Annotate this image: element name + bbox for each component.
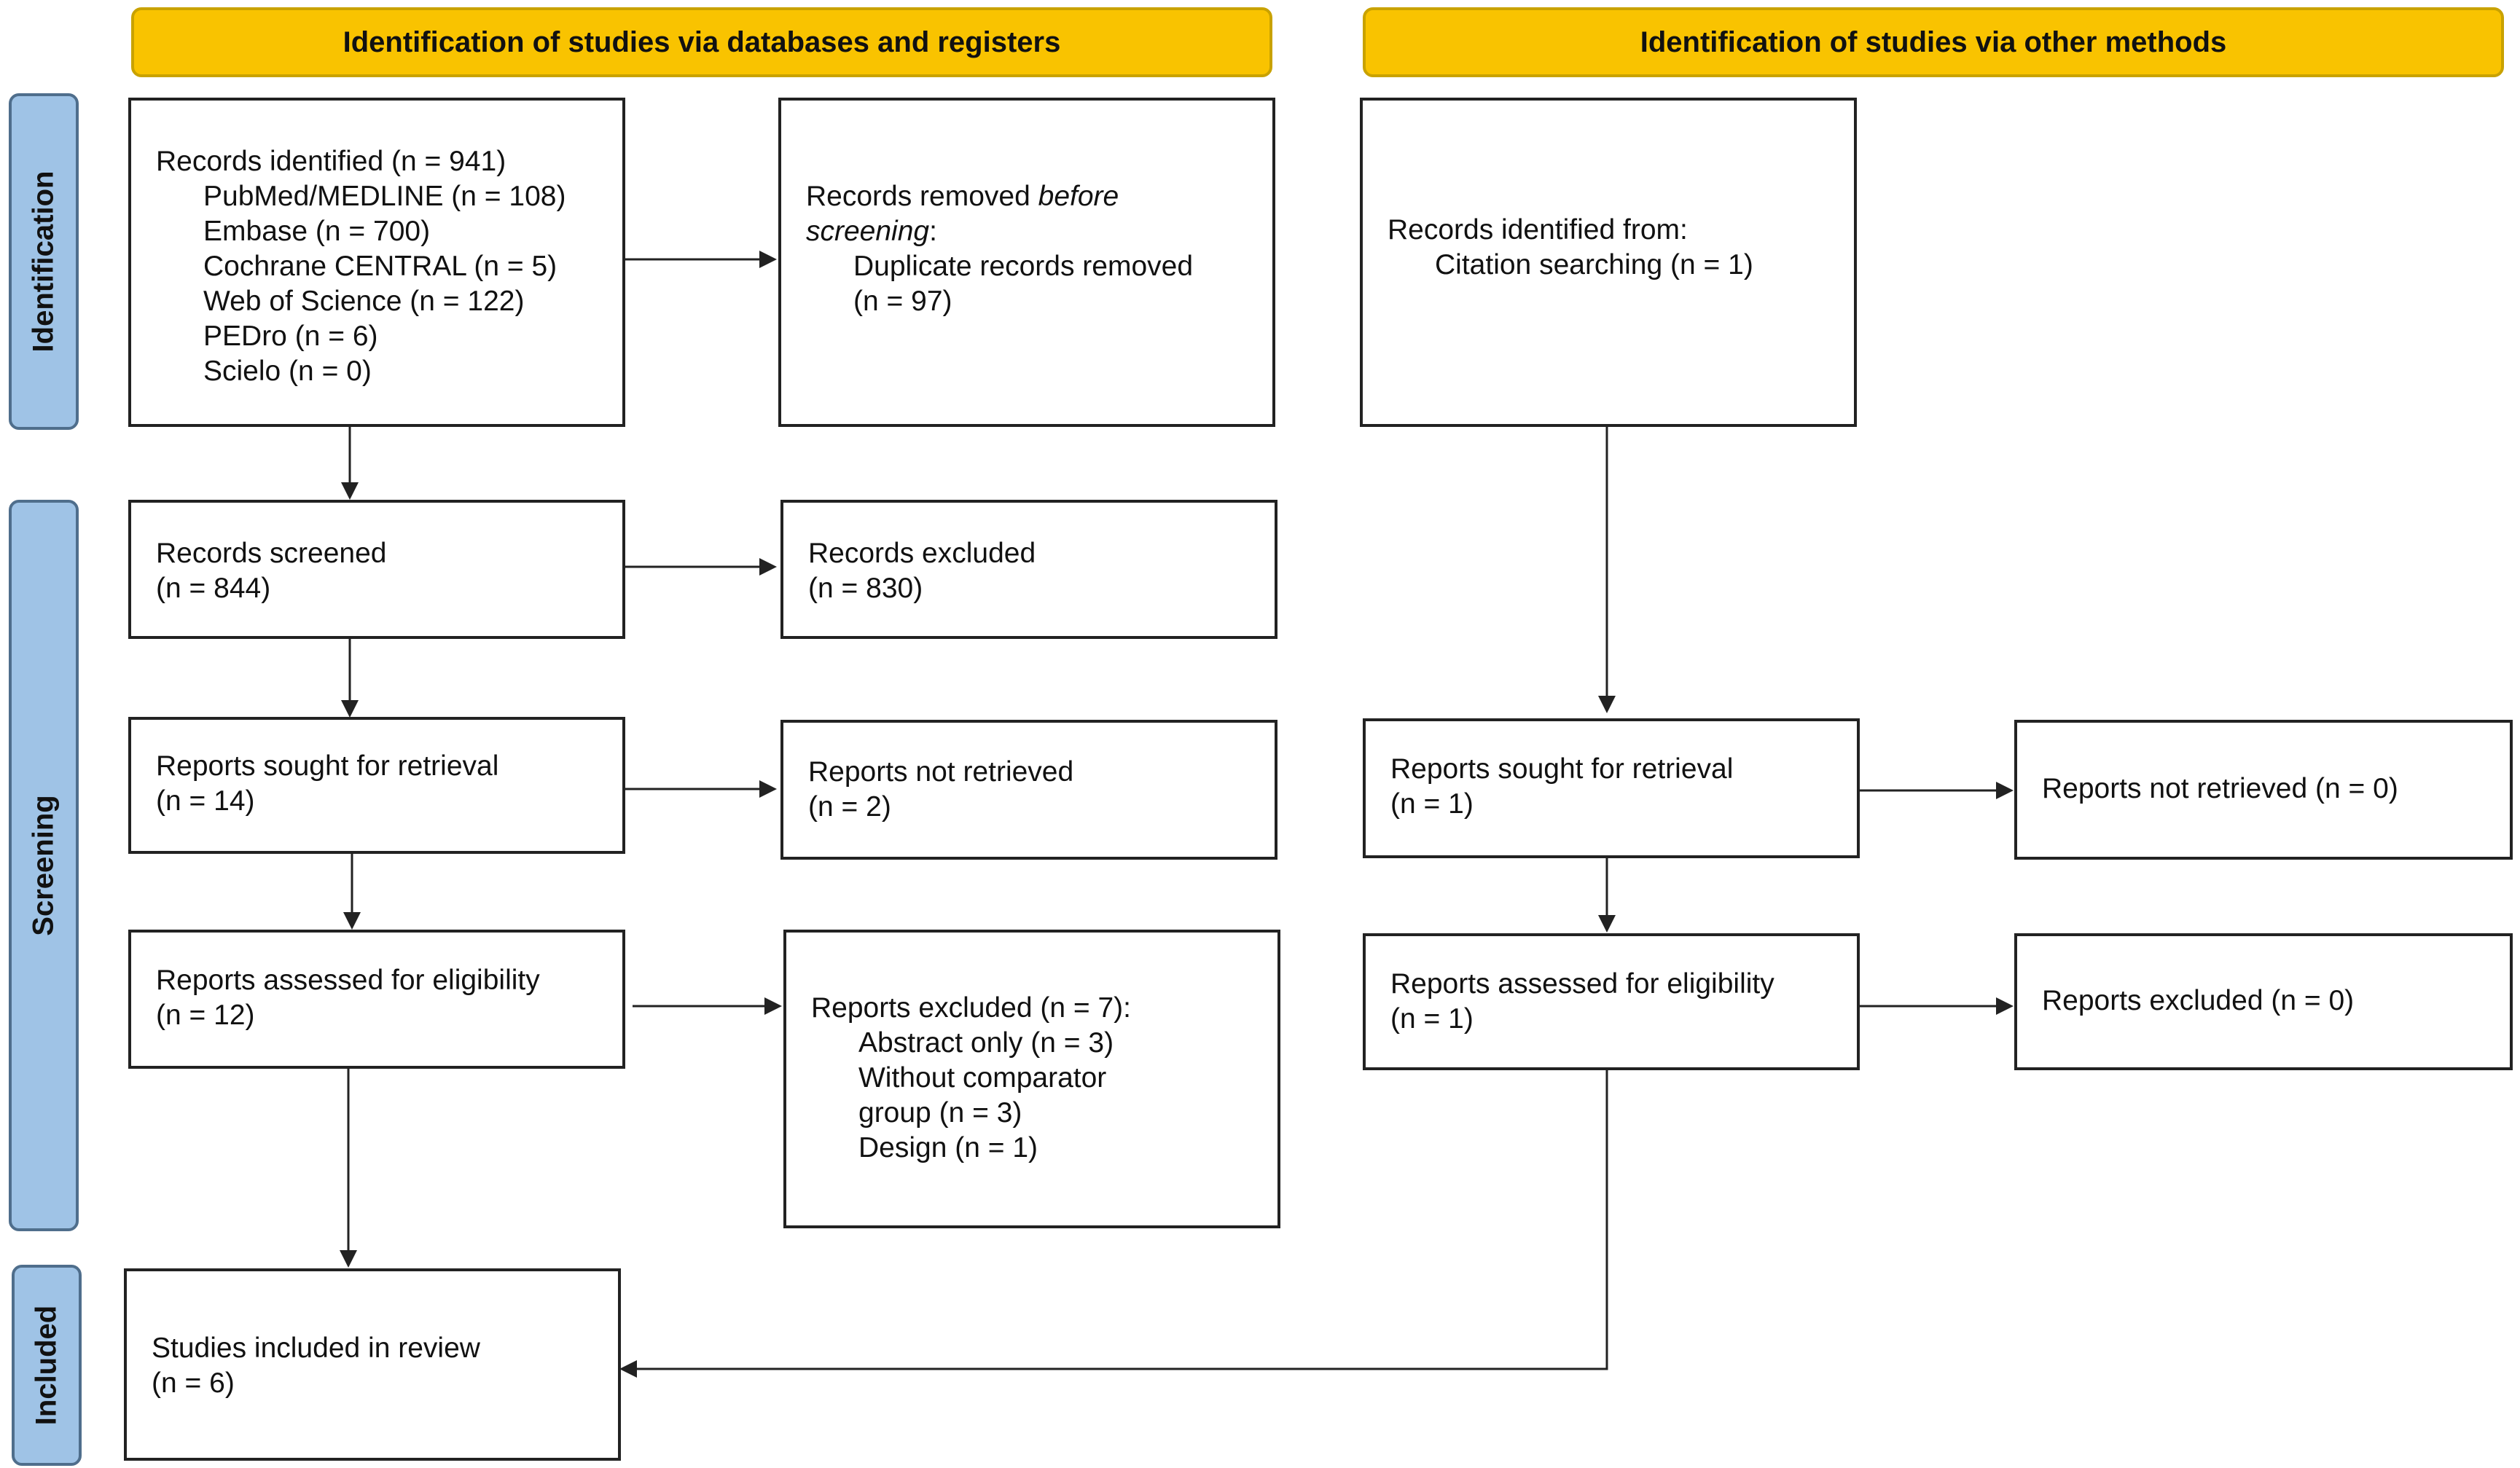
reports-assessed-count: (n = 12) [156, 1000, 255, 1031]
source-item: Cochrane CENTRAL (n = 5) [203, 251, 557, 282]
records-identified-title: Records identified (n = 941) [156, 146, 506, 177]
exclusion-reason: Abstract only (n = 3) [858, 1027, 1114, 1059]
reports-sought-box: Reports sought for retrieval (n = 14) [128, 717, 625, 854]
source-item: Embase (n = 700) [203, 216, 431, 247]
records-removed-screening: screening [806, 216, 930, 247]
records-removed-line1: Records removed before [806, 179, 1272, 214]
source-item: PEDro (n = 6) [203, 321, 378, 352]
phase-identification: Identification [9, 93, 79, 430]
phase-screening: Screening [9, 500, 79, 1231]
records-removed-before: before [1038, 181, 1119, 212]
records-excluded-count: (n = 830) [808, 573, 923, 604]
other-reports-excluded-box: Reports excluded (n = 0) [2014, 933, 2513, 1070]
reports-assessed-box: Reports assessed for eligibility (n = 12… [128, 930, 625, 1069]
other-reports-not-retrieved-box: Reports not retrieved (n = 0) [2014, 720, 2513, 860]
records-removed-line2: screening: [806, 214, 1272, 249]
records-excluded-label: Records excluded [808, 538, 1036, 569]
reports-not-retrieved-box: Reports not retrieved (n = 2) [780, 720, 1277, 860]
header-databases-text: Identification of studies via databases … [343, 25, 1061, 58]
reports-assessed-label: Reports assessed for eligibility [156, 965, 540, 996]
reports-not-retrieved-count: (n = 2) [808, 791, 891, 823]
studies-included-box: Studies included in review (n = 6) [124, 1268, 621, 1461]
other-reports-assessed-count: (n = 1) [1390, 1003, 1474, 1035]
phase-screening-label: Screening [27, 795, 60, 936]
other-reports-sought-count: (n = 1) [1390, 788, 1474, 820]
header-other-methods-text: Identification of studies via other meth… [1640, 25, 2227, 58]
other-reports-sought-label: Reports sought for retrieval [1390, 753, 1734, 785]
source-item: PubMed/MEDLINE (n = 108) [203, 181, 566, 212]
phase-included: Included [12, 1265, 82, 1466]
reports-sought-count: (n = 14) [156, 785, 255, 817]
duplicate-records-label: Duplicate records removed [853, 251, 1194, 282]
other-reports-assessed-label: Reports assessed for eligibility [1390, 968, 1774, 1000]
arrow-other-assessed-to-included [619, 1069, 1608, 1378]
records-screened-box: Records screened (n = 844) [128, 500, 625, 639]
other-records-identified-box: Records identified from: Citation search… [1360, 98, 1857, 427]
records-screened-count: (n = 844) [156, 573, 271, 604]
reports-excluded-title: Reports excluded (n = 7): [811, 992, 1131, 1024]
exclusion-reason: group (n = 3) [858, 1097, 1022, 1129]
header-other-methods: Identification of studies via other meth… [1363, 7, 2504, 77]
duplicate-records-count: (n = 97) [853, 286, 952, 317]
phase-identification-label: Identification [27, 170, 60, 353]
records-removed-box: Records removed before screening: Duplic… [778, 98, 1275, 427]
reports-sought-label: Reports sought for retrieval [156, 750, 499, 782]
source-item: Web of Science (n = 122) [203, 286, 525, 317]
phase-included-label: Included [30, 1305, 63, 1426]
reports-excluded-box: Reports excluded (n = 7): Abstract only … [783, 930, 1280, 1228]
records-excluded-box: Records excluded (n = 830) [780, 500, 1277, 639]
citation-searching-item: Citation searching (n = 1) [1435, 249, 1753, 280]
other-records-identified-label: Records identified from: [1388, 214, 1688, 246]
records-screened-label: Records screened [156, 538, 387, 569]
other-reports-assessed-box: Reports assessed for eligibility (n = 1) [1363, 933, 1860, 1070]
other-reports-excluded-label: Reports excluded (n = 0) [2042, 985, 2355, 1016]
other-reports-not-retrieved-label: Reports not retrieved (n = 0) [2042, 773, 2398, 804]
studies-included-label: Studies included in review [152, 1332, 480, 1364]
records-identified-box: Records identified (n = 941) PubMed/MEDL… [128, 98, 625, 427]
records-removed-colon: : [929, 216, 937, 247]
studies-included-count: (n = 6) [152, 1367, 235, 1399]
exclusion-reason: Design (n = 1) [858, 1132, 1038, 1163]
reports-not-retrieved-label: Reports not retrieved [808, 756, 1074, 788]
source-item: Scielo (n = 0) [203, 356, 372, 387]
exclusion-reason: Without comparator [858, 1062, 1107, 1094]
records-removed-prefix: Records removed [806, 181, 1038, 212]
other-reports-sought-box: Reports sought for retrieval (n = 1) [1363, 718, 1860, 858]
header-databases: Identification of studies via databases … [131, 7, 1272, 77]
